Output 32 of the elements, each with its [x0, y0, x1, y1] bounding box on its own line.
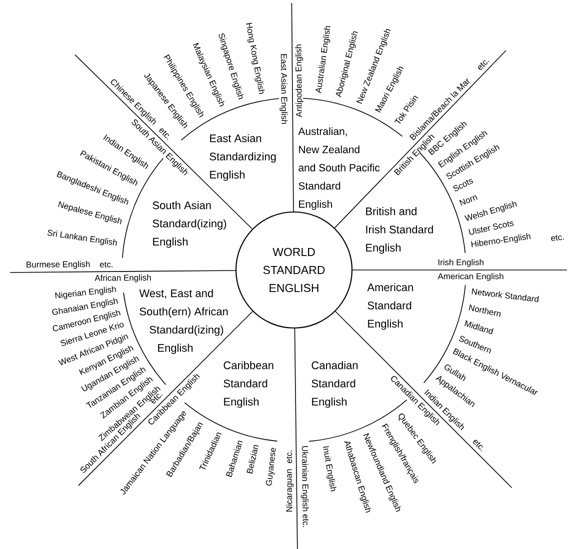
variety-label: Scots: [453, 179, 474, 192]
etc-label: etc.: [100, 262, 112, 268]
variety-label: Australian English: [316, 26, 330, 94]
variety-label: Northern: [468, 304, 501, 317]
variety-label: Irish English: [438, 259, 484, 267]
variety-label: Ukrainian English etc.: [300, 446, 309, 527]
variety-label: Midland: [464, 320, 494, 334]
variety-label: Norn: [459, 195, 478, 206]
region-label: Antipodean English: [295, 44, 304, 118]
etc-label: etc.: [473, 440, 483, 452]
etc-label: etc.: [286, 450, 292, 464]
variety-label: Ulster Scots: [468, 221, 514, 235]
variety-label: Network Standard: [472, 288, 539, 302]
etc-label: etc.: [551, 234, 564, 241]
sector-heading: American Standard English: [367, 283, 413, 330]
region-label: East Asian English: [280, 54, 288, 124]
variety-label: Sri Lankan English: [47, 230, 117, 246]
variety-label: Nigerian English: [55, 286, 116, 300]
variety-label: Burmese English: [26, 260, 90, 269]
region-label: African English: [94, 274, 151, 282]
region-label: American English: [438, 273, 504, 281]
etc-label: etc.: [478, 60, 490, 70]
variety-label: Inuit English: [323, 446, 336, 492]
variety-label: Hong Kong English: [246, 22, 265, 94]
sector-heading: East Asian Standardizing English: [210, 134, 276, 181]
variety-label: Guyanese: [266, 448, 276, 486]
sector-heading: South Asian Standard(izing) English: [152, 201, 226, 248]
variety-label: Nicaraguan: [286, 469, 294, 512]
sector-heading: West, East and South(ern) African Standard(izing) English: [139, 289, 228, 354]
sector-heading: Canadian Standard English: [312, 361, 358, 408]
variety-label: Belizian: [246, 445, 258, 474]
sector-heading: Caribbean Standard English: [224, 361, 274, 408]
